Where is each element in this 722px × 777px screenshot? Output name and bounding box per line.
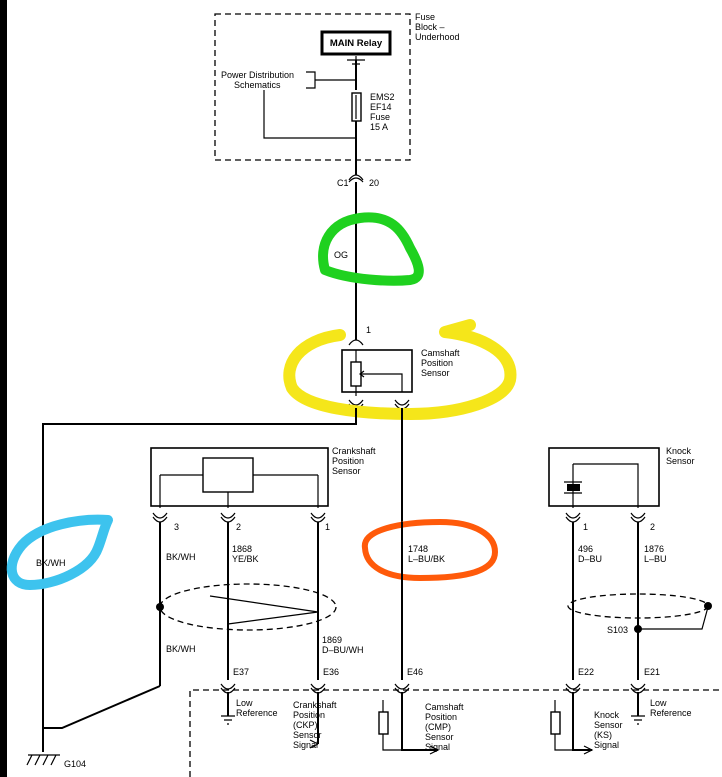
ecm-pin-e36: E36 bbox=[323, 667, 339, 677]
highlight-bkwh bbox=[6, 514, 113, 590]
ecm-pin-e22: E22 bbox=[578, 667, 594, 677]
ground-g104: G104 bbox=[26, 754, 86, 769]
ks-signal-2: Sensor bbox=[594, 720, 623, 730]
power-dist-label-2: Schematics bbox=[234, 80, 281, 90]
fuse-label-3: Fuse bbox=[370, 112, 390, 122]
cmp-sensor-label-3: Sensor bbox=[421, 368, 450, 378]
wire-1868-color: YE/BK bbox=[232, 554, 259, 564]
ckp-signal-3: (CKP) bbox=[293, 720, 318, 730]
knock-sensor: Knock Sensor 1 2 bbox=[548, 446, 695, 532]
ecm-pin-e37: E37 bbox=[233, 667, 249, 677]
c1-label: C1 bbox=[337, 178, 349, 188]
ground-label: G104 bbox=[64, 759, 86, 769]
fuse-label-1: EMS2 bbox=[370, 92, 395, 102]
ecm-pin-e21: E21 bbox=[644, 667, 660, 677]
ckp-signal-1: Crankshaft bbox=[293, 700, 337, 710]
fuse-label-2: EF14 bbox=[370, 102, 392, 112]
cmp-sensor-label-2: Position bbox=[421, 358, 453, 368]
wire-bkwh-left: BK/WH bbox=[36, 558, 66, 568]
fuse-block-title-2: Block – bbox=[415, 22, 445, 32]
ks-signal-3: (KS) bbox=[594, 730, 612, 740]
fuse-block-title-1: Fuse bbox=[415, 12, 435, 22]
camshaft-sensor: 1 Camshaft Position Sensor 2 3 bbox=[341, 325, 460, 417]
ecm-low-ref-2-a: Low bbox=[650, 698, 667, 708]
wire-1869-num: 1869 bbox=[322, 635, 342, 645]
wire-1748-num: 1748 bbox=[408, 544, 428, 554]
splice-s103: S103 bbox=[607, 625, 628, 635]
wire-og-label: OG bbox=[334, 250, 348, 260]
cmp-pin-1: 1 bbox=[366, 325, 371, 335]
left-border bbox=[0, 0, 7, 777]
wire-1868-num: 1868 bbox=[232, 544, 252, 554]
ckp-pin-2: 2 bbox=[236, 522, 241, 532]
ks-signal-4: Signal bbox=[594, 740, 619, 750]
crankshaft-sensor: Crankshaft Position Sensor 3 2 1 bbox=[150, 446, 376, 532]
cmp-signal-5: Signal bbox=[425, 742, 450, 752]
ks-pin-1: 1 bbox=[583, 522, 588, 532]
fuse-block: Fuse Block – Underhood MAIN Relay EMS2 E… bbox=[214, 12, 460, 175]
ecm-low-ref-1-a: Low bbox=[236, 698, 253, 708]
ckp-sensor-label-2: Position bbox=[332, 456, 364, 466]
ckp-signal-5: Signal bbox=[293, 740, 318, 750]
cmp-sensor-label-1: Camshaft bbox=[421, 348, 460, 358]
highlight-og bbox=[318, 212, 424, 286]
fuse-label-4: 15 A bbox=[370, 122, 388, 132]
wire-bkwh-2: BK/WH bbox=[166, 644, 196, 654]
cmp-signal-4: Sensor bbox=[425, 732, 454, 742]
ckp-signal-2: Position bbox=[293, 710, 325, 720]
wire-496-num: 496 bbox=[578, 544, 593, 554]
ckp-pin-1: 1 bbox=[325, 522, 330, 532]
ckp-pin-3: 3 bbox=[174, 522, 179, 532]
ckp-sensor-label-3: Sensor bbox=[332, 466, 361, 476]
ckp-signal-4: Sensor bbox=[293, 730, 322, 740]
ks-pin-2: 2 bbox=[650, 522, 655, 532]
ecm-low-ref-2-b: Reference bbox=[650, 708, 692, 718]
wire-1876-num: 1876 bbox=[644, 544, 664, 554]
fuse-block-title-3: Underhood bbox=[415, 32, 460, 42]
main-relay-box bbox=[320, 30, 392, 56]
cmp-signal-2: Position bbox=[425, 712, 457, 722]
main-relay-label: MAIN Relay bbox=[330, 38, 383, 49]
connector-c1: C1 20 bbox=[337, 174, 379, 188]
power-dist-label-1: Power Distribution bbox=[221, 70, 294, 80]
ecm-low-ref-1-b: Reference bbox=[236, 708, 278, 718]
wire-bkwh-1: BK/WH bbox=[166, 552, 196, 562]
ks-sensor-label-2: Sensor bbox=[666, 456, 695, 466]
wire-1876-color: L–BU bbox=[644, 554, 667, 564]
highlight-1748 bbox=[361, 519, 498, 581]
ckp-sensor-label-1: Crankshaft bbox=[332, 446, 376, 456]
c1-pin: 20 bbox=[369, 178, 379, 188]
highlight-camshaft bbox=[283, 319, 517, 420]
ecm-connectors: E37 E36 E46 E22 E21 bbox=[220, 667, 660, 694]
wire-1869-color: D–BU/WH bbox=[322, 645, 364, 655]
wire-1748-color: L–BU/BK bbox=[408, 554, 445, 564]
ks-sensor-label-1: Knock bbox=[666, 446, 692, 456]
wire-496-color: D–BU bbox=[578, 554, 602, 564]
cmp-signal-3: (CMP) bbox=[425, 722, 451, 732]
cmp-signal-1: Camshaft bbox=[425, 702, 464, 712]
ecm-pin-e46: E46 bbox=[407, 667, 423, 677]
ks-signal-1: Knock bbox=[594, 710, 620, 720]
